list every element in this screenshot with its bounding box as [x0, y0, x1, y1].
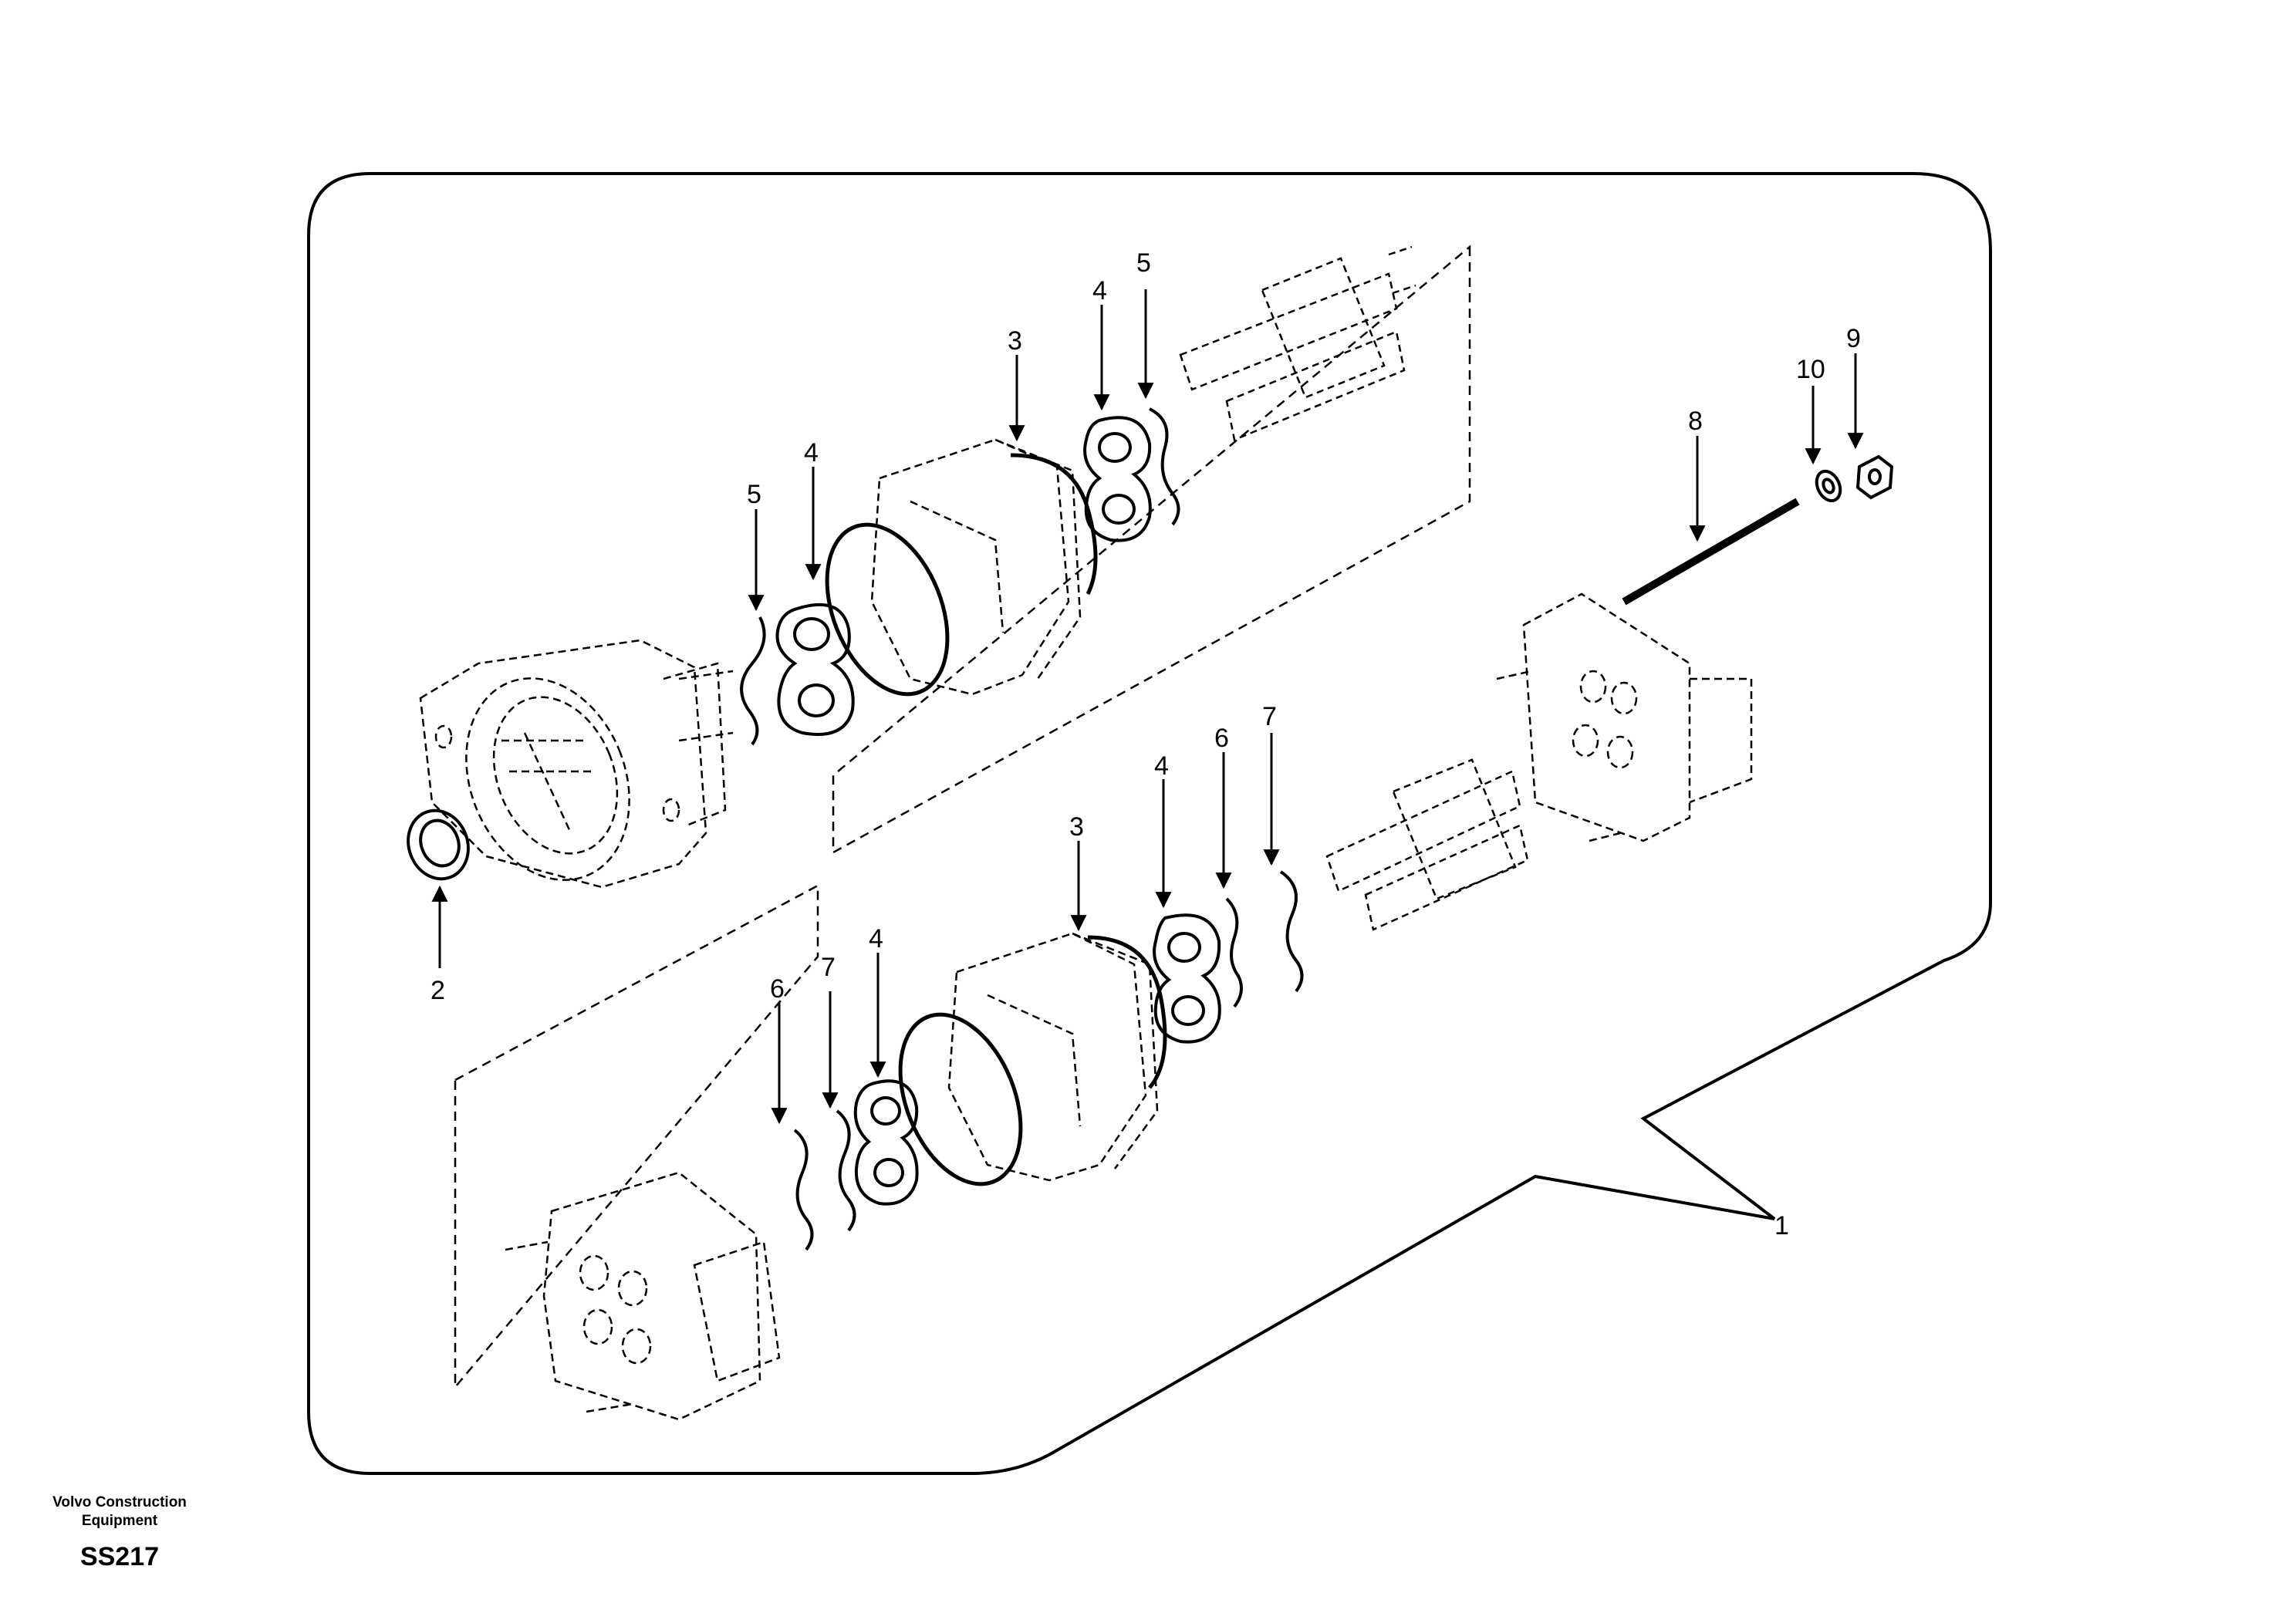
backup-ring-part: [793, 1129, 814, 1251]
callout-5: 5: [1136, 248, 1151, 278]
callout-4: 4: [1092, 276, 1107, 305]
rear-cover: [505, 1171, 781, 1421]
gear-shaft-pair: [1325, 758, 1529, 931]
callout-6: 6: [1214, 724, 1229, 753]
assembly-frame: [307, 172, 1992, 1475]
brand-line-1: Volvo Construction: [52, 1494, 187, 1510]
callout-5: 5: [747, 480, 761, 509]
gasket-part: [853, 1079, 919, 1206]
o-ring-part: [825, 522, 950, 697]
mounting-flange: [419, 639, 734, 889]
o-ring-part: [1087, 935, 1167, 1089]
gear-shaft-pair: [1179, 245, 1416, 441]
backup-ring-part: [740, 616, 766, 746]
brand-line-2: Equipment: [81, 1513, 158, 1529]
nut-part: [1855, 454, 1894, 500]
callout-4: 4: [1154, 751, 1169, 781]
oil-seal-part: [407, 808, 470, 881]
backup-ring-part: [1149, 407, 1180, 526]
callout-10: 10: [1796, 355, 1825, 384]
gasket-part: [1083, 416, 1152, 542]
o-ring-part: [1010, 453, 1098, 596]
callout-9: 9: [1846, 324, 1861, 353]
front-cover: [1496, 592, 1753, 842]
callout-2: 2: [430, 976, 445, 1005]
callout-4: 4: [804, 438, 819, 467]
callout-7: 7: [821, 953, 836, 982]
gasket-part: [775, 602, 855, 736]
lower-pump-group-box: [454, 883, 819, 1390]
callout-leaders: [431, 289, 1864, 1125]
gear-housing: [947, 932, 1159, 1182]
callout-6: 6: [770, 974, 785, 1004]
publisher-footer: Volvo Construction Equipment SS217: [31, 1493, 208, 1572]
callout-8: 8: [1688, 407, 1703, 436]
backup-ring-part: [1279, 870, 1304, 993]
backup-ring-part: [1225, 897, 1243, 1008]
callout-4: 4: [869, 924, 883, 953]
o-ring-part: [898, 1012, 1023, 1186]
callout-1: 1: [1774, 1211, 1789, 1240]
diagram-code: SS217: [79, 1542, 160, 1571]
stud-bolt-part: [1622, 498, 1800, 606]
callout-3: 3: [1008, 326, 1022, 356]
callout-labels: 1 2 3 4 5 4 5 3 4 6 7 4 7 6 8 10 9: [430, 248, 1861, 1240]
gear-housing: [870, 438, 1082, 696]
callout-3: 3: [1069, 812, 1084, 842]
callout-7: 7: [1262, 702, 1277, 731]
backup-ring-part: [836, 1109, 856, 1232]
washer-part: [1815, 469, 1842, 503]
upper-pump-group-box: [832, 245, 1471, 855]
gasket-part: [1153, 913, 1221, 1044]
